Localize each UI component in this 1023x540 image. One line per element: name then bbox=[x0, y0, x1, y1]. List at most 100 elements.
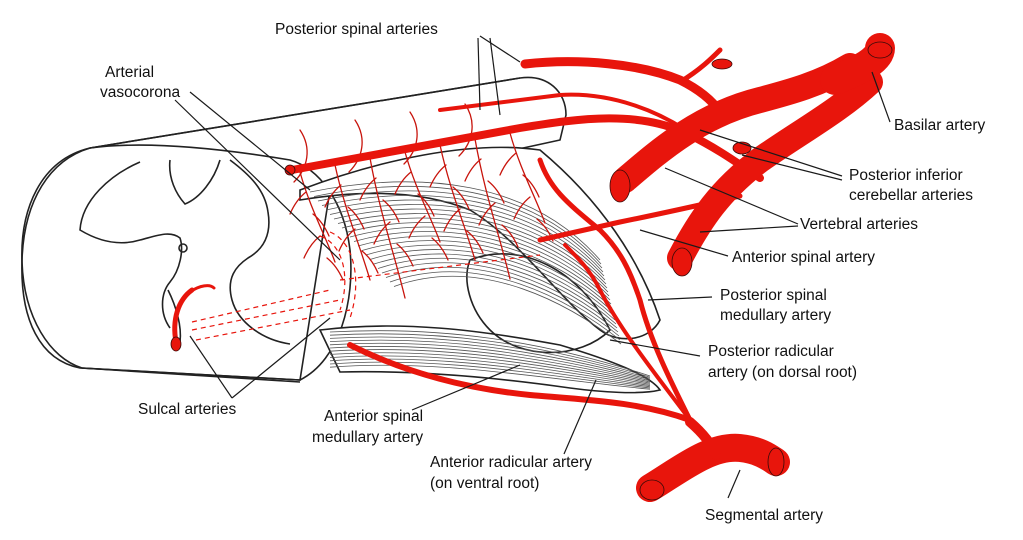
vasocorona-branch bbox=[361, 250, 379, 274]
dorsal-root-fiber bbox=[369, 249, 616, 321]
vasocorona-branch bbox=[382, 199, 400, 223]
segmental-artery-cut-right bbox=[767, 447, 785, 477]
ventral-root-fiber bbox=[329, 339, 651, 380]
ventral-root-fiber bbox=[329, 345, 651, 383]
label-posterior-radicular-2: artery (on dorsal root) bbox=[708, 364, 857, 381]
arterial-vasocorona-vessels bbox=[289, 103, 554, 299]
dorsal-root-fiber bbox=[353, 231, 612, 305]
vasocorona-vessel bbox=[439, 144, 476, 261]
vasocorona-branch bbox=[487, 180, 505, 204]
leader-lines bbox=[174, 35, 891, 499]
vasocorona-branch bbox=[312, 213, 330, 237]
posterior-spinal-medullary-artery bbox=[537, 157, 693, 423]
vasocorona-ring bbox=[403, 111, 418, 165]
vasocorona-branch bbox=[373, 221, 391, 245]
dorsal-root-fiber bbox=[373, 253, 617, 325]
vasocorona-branch bbox=[359, 177, 377, 201]
dorsal-root-fiber bbox=[325, 199, 605, 277]
segmental-artery-cut-left bbox=[639, 479, 665, 501]
label-posterior-spinal-medullary-2: medullary artery bbox=[720, 307, 831, 324]
dorsal-root-ganglion-outline bbox=[466, 253, 611, 354]
vasocorona-vessel bbox=[509, 132, 546, 224]
vasocorona-branch bbox=[499, 152, 517, 176]
label-vertebral-arteries: Vertebral arteries bbox=[800, 216, 918, 233]
vertebral-artery-cut-right bbox=[671, 247, 693, 277]
vasocorona-branch bbox=[478, 202, 496, 226]
labels: Posterior spinal arteries Arterial vasoc… bbox=[100, 21, 986, 524]
dorsal-root-fiber bbox=[385, 266, 620, 337]
label-posterior-inferior-2: cerebellar arteries bbox=[849, 187, 973, 204]
ventral-root-fiber bbox=[329, 333, 651, 378]
vasocorona-branch bbox=[464, 158, 482, 182]
dorsal-root-fiber bbox=[337, 213, 608, 289]
vasocorona-branch bbox=[452, 186, 470, 210]
cord-cut-face bbox=[21, 144, 352, 381]
label-anterior-radicular-2: (on ventral root) bbox=[430, 475, 539, 492]
label-anterior-spinal-medullary-2: medullary artery bbox=[312, 429, 423, 446]
ventral-root-fiber bbox=[329, 349, 651, 384]
dorsal-root-fiber bbox=[377, 258, 618, 329]
vasocorona-branch bbox=[338, 228, 356, 252]
dorsal-root-fiber bbox=[317, 190, 603, 269]
ventral-root-fiber bbox=[329, 336, 651, 379]
ventral-root-fiber bbox=[329, 361, 651, 389]
vertebral-artery-cut-left bbox=[609, 169, 631, 203]
vasocorona-branch bbox=[429, 164, 447, 188]
dorsal-root-fiber bbox=[313, 186, 602, 265]
dorsal-root-fiber bbox=[349, 226, 611, 301]
vasocorona-vessel bbox=[404, 151, 441, 243]
dorsal-root-fiber bbox=[365, 244, 615, 317]
dorsal-root-fiber bbox=[393, 275, 622, 345]
dorsal-root-fiber bbox=[341, 217, 609, 293]
label-posterior-spinal-arteries: Posterior spinal arteries bbox=[275, 21, 438, 38]
dorsal-root bbox=[299, 146, 661, 340]
cylinder-bottom-edge bbox=[81, 367, 301, 383]
label-sulcal-arteries: Sulcal arteries bbox=[138, 401, 236, 418]
sulcal-arteries-vessels bbox=[170, 284, 216, 352]
nerve-roots bbox=[299, 146, 662, 394]
label-arterial-vasocorona-2: vasocorona bbox=[100, 84, 181, 101]
vasocorona-branch bbox=[417, 193, 435, 217]
central-canal bbox=[178, 243, 188, 253]
label-anterior-spinal-medullary-1: Anterior spinal bbox=[324, 408, 423, 425]
cylinder-top-edge bbox=[89, 77, 521, 149]
ventral-root-fiber bbox=[329, 330, 651, 377]
vasocorona-branch bbox=[347, 206, 365, 230]
dorsal-root-fiber bbox=[321, 195, 604, 273]
vasocorona-branch bbox=[513, 196, 531, 220]
segmental-artery bbox=[636, 433, 790, 502]
label-basilar-artery: Basilar artery bbox=[894, 117, 986, 134]
vasocorona-branch bbox=[431, 237, 449, 261]
anterior-spinal-medullary-artery bbox=[347, 342, 693, 423]
label-posterior-inferior-1: Posterior inferior bbox=[849, 167, 963, 184]
vasocorona-branch bbox=[443, 208, 461, 232]
vasocorona-branch bbox=[324, 184, 342, 208]
dorsal-root-fiber bbox=[381, 262, 619, 333]
ventral-root-fiber bbox=[329, 342, 651, 382]
label-anterior-spinal-artery: Anterior spinal artery bbox=[732, 249, 875, 266]
sulcal-branches bbox=[191, 231, 541, 341]
vasocorona-vessel bbox=[299, 171, 336, 263]
vasocorona-vessel bbox=[334, 164, 371, 281]
vasocorona-branch bbox=[408, 215, 426, 239]
ventral-root-fiber bbox=[329, 364, 651, 390]
gray-matter bbox=[79, 159, 291, 345]
vasocorona-branch bbox=[396, 243, 414, 267]
dorsal-root-fiber bbox=[389, 271, 621, 341]
vasocorona-vessel bbox=[369, 157, 406, 299]
vasocorona-branch bbox=[522, 174, 540, 198]
label-posterior-radicular-1: Posterior radicular bbox=[708, 343, 834, 360]
vasocorona-branch bbox=[501, 224, 519, 248]
label-arterial-vasocorona-1: Arterial bbox=[105, 64, 154, 81]
vasocorona-branch bbox=[466, 230, 484, 254]
vertebral-artery-left bbox=[612, 53, 863, 193]
vasocorona-branch bbox=[326, 257, 344, 281]
vasocorona-ring bbox=[293, 129, 308, 183]
vasocorona-ring bbox=[348, 119, 363, 173]
vasocorona-branch bbox=[394, 171, 412, 195]
vasocorona-vessel bbox=[474, 138, 511, 280]
dorsal-root-fiber bbox=[357, 235, 613, 309]
label-posterior-spinal-medullary-1: Posterior spinal bbox=[720, 287, 827, 304]
vasocorona-branch bbox=[303, 235, 321, 259]
